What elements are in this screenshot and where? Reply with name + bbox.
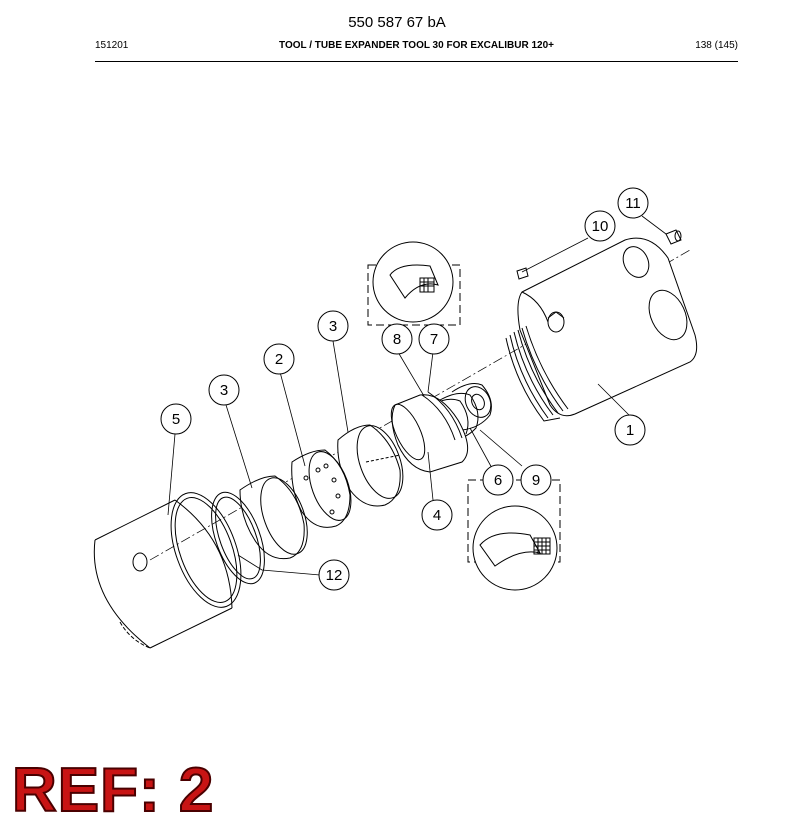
page-header: 151201 TOOL / TUBE EXPANDER TOOL 30 FOR …: [95, 40, 738, 56]
callout-9: [520, 464, 552, 496]
callout-label: 3: [220, 382, 228, 399]
callout-labels: 1 2 3 3 4 5 6 7 8 9 10 11 12: [172, 195, 641, 584]
part-piston: [390, 391, 469, 473]
detail-inset-upper: [367, 241, 461, 326]
callout-label: 6: [494, 472, 502, 489]
callout-2: [263, 343, 295, 375]
callout-label: 11: [625, 195, 641, 212]
callout-label: 3: [329, 318, 337, 335]
callout-1: [614, 414, 646, 446]
document-number: 550 587 67 bA: [348, 14, 446, 31]
callout-label: 12: [326, 567, 343, 584]
callout-3-upper: [317, 310, 349, 342]
callout-8: [381, 323, 413, 355]
callout-markers: [160, 187, 649, 591]
callout-label: 8: [393, 331, 401, 348]
callout-label: 2: [275, 351, 283, 368]
reference-stamp: REF: 2: [11, 756, 215, 825]
callout-label: 1: [626, 422, 634, 439]
part-ring-3-upper: [337, 424, 404, 507]
callout-3-lower: [208, 374, 240, 406]
detail-inset-lower: [467, 479, 561, 591]
callout-7: [418, 323, 450, 355]
part-screw-11: [665, 229, 682, 245]
callout-11: [617, 187, 649, 219]
callout-10: [584, 210, 616, 242]
callout-5: [160, 403, 192, 435]
part-ring-3-lower: [239, 475, 308, 560]
callout-4: [421, 499, 453, 531]
header-page-number: 138 (145): [695, 40, 738, 51]
part-retaining-ring-12: [170, 491, 265, 608]
callout-label: 7: [430, 331, 438, 348]
callout-label: 4: [433, 507, 441, 524]
callout-6: [482, 464, 514, 496]
callout-label: 10: [592, 218, 609, 235]
callout-12: [318, 559, 350, 591]
header-divider: [95, 61, 738, 62]
callout-label: 9: [532, 472, 540, 489]
leader-lines: [167, 215, 667, 576]
part-sleeve-5: [93, 499, 233, 649]
header-date: 151201: [95, 40, 129, 51]
header-title: TOOL / TUBE EXPANDER TOOL 30 FOR EXCALIB…: [279, 40, 554, 51]
callout-label: 5: [172, 411, 180, 428]
part-housing: [505, 237, 698, 422]
